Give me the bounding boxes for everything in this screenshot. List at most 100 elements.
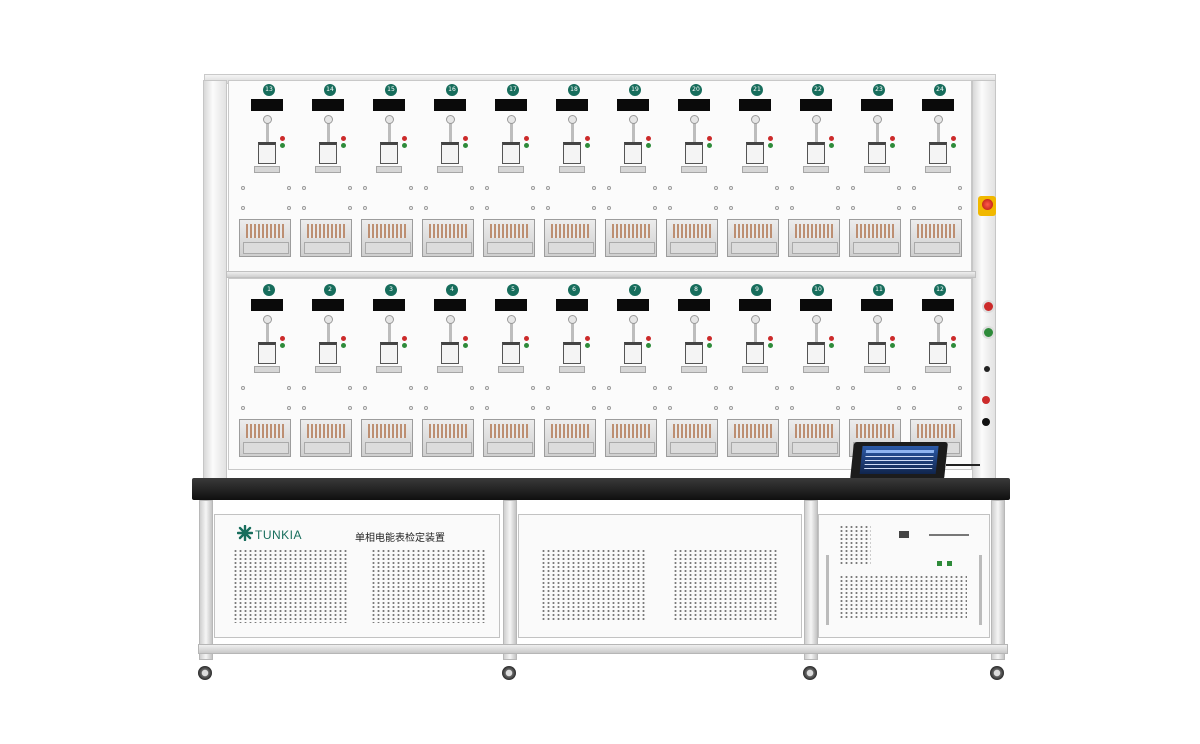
meter-terminal-block[interactable] — [727, 219, 779, 257]
meter-position[interactable]: 16 — [420, 84, 480, 269]
meter-clamp[interactable] — [380, 142, 398, 164]
clamp-lever[interactable] — [876, 119, 879, 143]
meter-terminal-block[interactable] — [849, 219, 901, 257]
clamp-knob[interactable] — [690, 115, 699, 124]
meter-clamp[interactable] — [319, 142, 337, 164]
meter-terminal-block[interactable] — [483, 419, 535, 457]
meter-terminal-block[interactable] — [666, 419, 718, 457]
clamp-lever[interactable] — [388, 319, 391, 343]
meter-terminal-block[interactable] — [422, 219, 474, 257]
meter-terminal-block[interactable] — [666, 219, 718, 257]
meter-clamp[interactable] — [563, 342, 581, 364]
meter-clamp[interactable] — [441, 342, 459, 364]
meter-position[interactable]: 21 — [725, 84, 785, 269]
clamp-knob[interactable] — [568, 315, 577, 324]
clamp-knob[interactable] — [385, 315, 394, 324]
meter-clamp[interactable] — [502, 142, 520, 164]
clamp-lever[interactable] — [571, 119, 574, 143]
meter-clamp[interactable] — [441, 142, 459, 164]
clamp-lever[interactable] — [754, 319, 757, 343]
clamp-lever[interactable] — [327, 119, 330, 143]
clamp-knob[interactable] — [812, 115, 821, 124]
cabinet-center[interactable] — [518, 514, 802, 638]
clamp-knob[interactable] — [873, 315, 882, 324]
meter-terminal-block[interactable] — [483, 219, 535, 257]
meter-position[interactable]: 20 — [664, 84, 724, 269]
clamp-knob[interactable] — [568, 115, 577, 124]
meter-clamp[interactable] — [807, 342, 825, 364]
meter-clamp[interactable] — [563, 142, 581, 164]
clamp-lever[interactable] — [754, 119, 757, 143]
meter-position[interactable]: 10 — [786, 284, 846, 469]
meter-terminal-block[interactable] — [727, 419, 779, 457]
meter-clamp[interactable] — [685, 342, 703, 364]
meter-terminal-block[interactable] — [361, 419, 413, 457]
clamp-knob[interactable] — [324, 315, 333, 324]
meter-clamp[interactable] — [258, 142, 276, 164]
meter-terminal-block[interactable] — [300, 419, 352, 457]
clamp-lever[interactable] — [815, 319, 818, 343]
meter-position[interactable]: 2 — [298, 284, 358, 469]
tablet-screen[interactable] — [859, 446, 939, 474]
clamp-knob[interactable] — [812, 315, 821, 324]
meter-terminal-block[interactable] — [239, 219, 291, 257]
meter-clamp[interactable] — [868, 342, 886, 364]
meter-clamp[interactable] — [929, 142, 947, 164]
clamp-lever[interactable] — [510, 119, 513, 143]
clamp-knob[interactable] — [873, 115, 882, 124]
meter-terminal-block[interactable] — [605, 419, 657, 457]
meter-terminal-block[interactable] — [300, 219, 352, 257]
clamp-lever[interactable] — [388, 119, 391, 143]
meter-position[interactable]: 3 — [359, 284, 419, 469]
clamp-lever[interactable] — [693, 319, 696, 343]
clamp-knob[interactable] — [263, 115, 272, 124]
clamp-lever[interactable] — [937, 319, 940, 343]
clamp-knob[interactable] — [446, 315, 455, 324]
clamp-lever[interactable] — [876, 319, 879, 343]
clamp-lever[interactable] — [632, 119, 635, 143]
unit-handle-left[interactable] — [826, 555, 829, 625]
meter-position[interactable]: 15 — [359, 84, 419, 269]
meter-position[interactable]: 4 — [420, 284, 480, 469]
clamp-lever[interactable] — [266, 119, 269, 143]
clamp-lever[interactable] — [510, 319, 513, 343]
meter-clamp[interactable] — [502, 342, 520, 364]
emergency-stop-button[interactable] — [982, 199, 993, 210]
clamp-lever[interactable] — [937, 119, 940, 143]
clamp-knob[interactable] — [751, 115, 760, 124]
clamp-knob[interactable] — [629, 115, 638, 124]
meter-position[interactable]: 17 — [481, 84, 541, 269]
meter-clamp[interactable] — [258, 342, 276, 364]
meter-terminal-block[interactable] — [788, 419, 840, 457]
clamp-lever[interactable] — [815, 119, 818, 143]
cabinet-left[interactable]: TUNKIA 单相电能表检定装置 — [214, 514, 500, 638]
meter-clamp[interactable] — [685, 142, 703, 164]
clamp-knob[interactable] — [690, 315, 699, 324]
meter-clamp[interactable] — [868, 142, 886, 164]
clamp-lever[interactable] — [449, 119, 452, 143]
clamp-knob[interactable] — [934, 315, 943, 324]
meter-position[interactable]: 14 — [298, 84, 358, 269]
unit-handle-right[interactable] — [979, 555, 982, 625]
meter-terminal-block[interactable] — [544, 219, 596, 257]
meter-clamp[interactable] — [746, 342, 764, 364]
meter-position[interactable]: 13 — [237, 84, 297, 269]
meter-clamp[interactable] — [319, 342, 337, 364]
meter-position[interactable]: 6 — [542, 284, 602, 469]
clamp-knob[interactable] — [629, 315, 638, 324]
power-on-button[interactable] — [982, 326, 995, 339]
power-off-button[interactable] — [982, 300, 995, 313]
clamp-knob[interactable] — [385, 115, 394, 124]
meter-position[interactable]: 24 — [908, 84, 968, 269]
clamp-lever[interactable] — [266, 319, 269, 343]
clamp-knob[interactable] — [934, 115, 943, 124]
clamp-knob[interactable] — [507, 115, 516, 124]
meter-position[interactable]: 5 — [481, 284, 541, 469]
meter-clamp[interactable] — [380, 342, 398, 364]
clamp-lever[interactable] — [571, 319, 574, 343]
clamp-lever[interactable] — [632, 319, 635, 343]
clamp-knob[interactable] — [324, 115, 333, 124]
clamp-knob[interactable] — [263, 315, 272, 324]
meter-position[interactable]: 8 — [664, 284, 724, 469]
meter-clamp[interactable] — [929, 342, 947, 364]
